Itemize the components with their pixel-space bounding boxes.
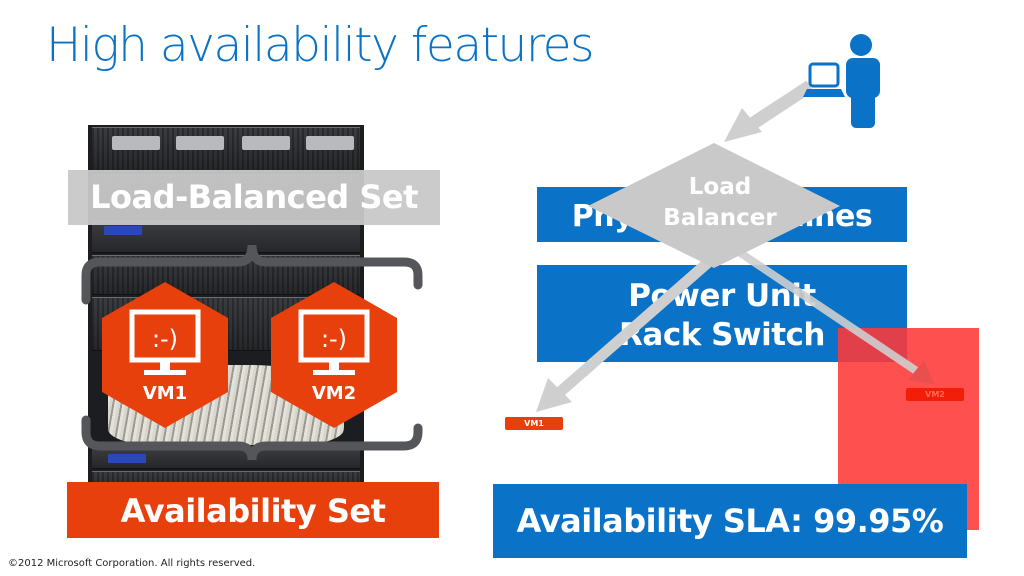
arrow-user-to-lb xyxy=(724,80,814,142)
slide-title: High availability features xyxy=(46,18,595,73)
load-balancer-label: Load Balancer xyxy=(663,174,777,231)
load-balanced-set-label: Load-Balanced Set xyxy=(68,170,440,225)
vm2-tag: VM2 xyxy=(906,388,964,401)
monitor-smiley-icon: :-) xyxy=(298,309,370,375)
availability-sla-box: Availability SLA: 99.95% xyxy=(493,484,967,558)
copyright-notice: ©2012 Microsoft Corporation. All rights … xyxy=(8,558,256,569)
svg-text::-): :-) xyxy=(321,325,347,353)
vm1-hexagon[interactable]: :-) VM1 xyxy=(102,282,228,428)
load-balancer-diamond xyxy=(588,143,840,268)
arrow-lb-to-vm2 xyxy=(733,246,934,384)
vm1-label: VM1 xyxy=(142,383,188,404)
svg-text::-): :-) xyxy=(152,325,178,353)
vm2-label: VM2 xyxy=(311,383,357,404)
vm1-tag: VM1 xyxy=(505,417,563,430)
vm2-hexagon[interactable]: :-) VM2 xyxy=(271,282,397,428)
rack-switch-label: Rack Switch xyxy=(619,317,825,353)
arrow-lb-to-vm1 xyxy=(536,247,724,412)
top-bracket xyxy=(81,244,423,305)
person-icon xyxy=(846,34,880,128)
laptop-icon xyxy=(803,62,845,97)
availability-set-label: Availability Set xyxy=(67,482,439,538)
monitor-smiley-icon: :-) xyxy=(129,309,201,375)
bottom-bracket xyxy=(81,415,423,461)
